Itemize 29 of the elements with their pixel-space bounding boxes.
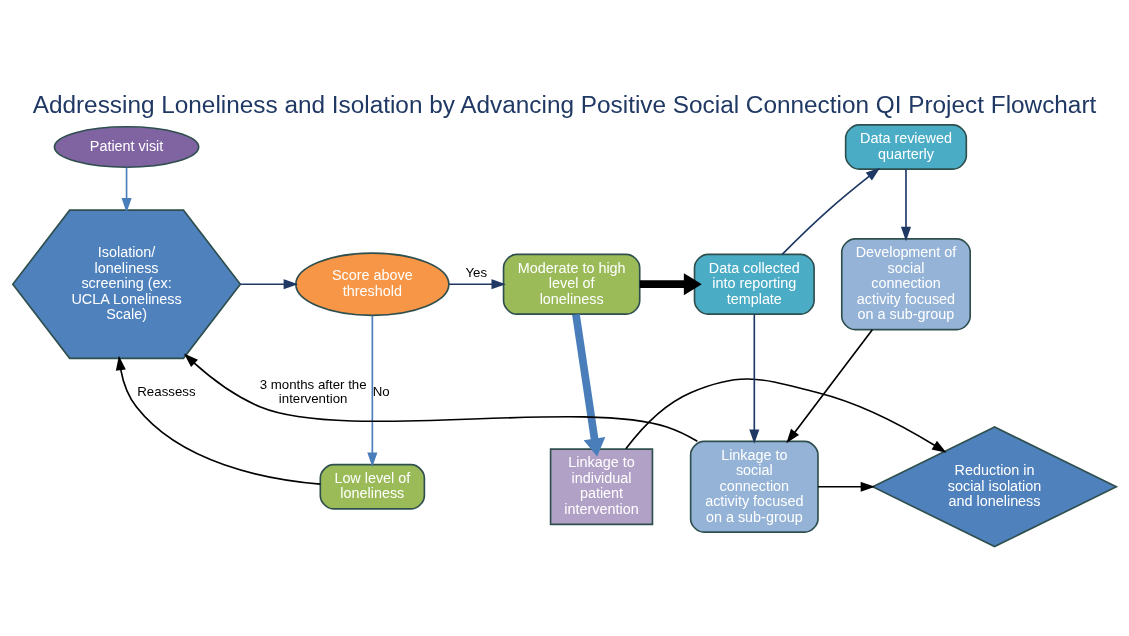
diagram-title: Addressing Loneliness and Isolation by Advancing Positive Social Connection QI Project Flowchart [32,91,1097,119]
node-box: Development of social connection activity focused on a sub-group [840,238,972,331]
arrow [367,314,378,468]
arrow [749,313,760,444]
arrow [239,279,299,290]
node-box: Linkage to social connection activity focused on a sub-group [689,440,819,533]
arrow [448,279,506,290]
arrow [900,168,912,242]
node-box: Data reviewed quarterly [844,124,968,170]
edge-label: Yes [465,265,488,281]
arrow [639,273,702,296]
node-ellipse: Score above threshold [295,252,450,317]
edge-label: 3 months after the intervention [259,376,367,407]
node-box: Linkage to individual patient intervention [549,448,654,526]
arrow [817,481,876,492]
arrow [183,353,699,443]
arrow [625,378,947,453]
node-box: Data collected into reporting template [693,253,815,315]
arrow [572,313,606,457]
node-ellipse: Patient visit [53,125,200,169]
arrow [781,167,881,256]
arrow [786,329,874,444]
edge-label: No [372,384,390,400]
node-box: Moderate to high level of loneliness [502,253,641,315]
edge-label: Reassess [137,384,196,400]
node-box: Low level of loneliness [319,463,426,510]
arrow [115,355,322,485]
node-diamond: Reduction in social isolation and loneliness [870,426,1119,548]
arrow [121,166,132,213]
